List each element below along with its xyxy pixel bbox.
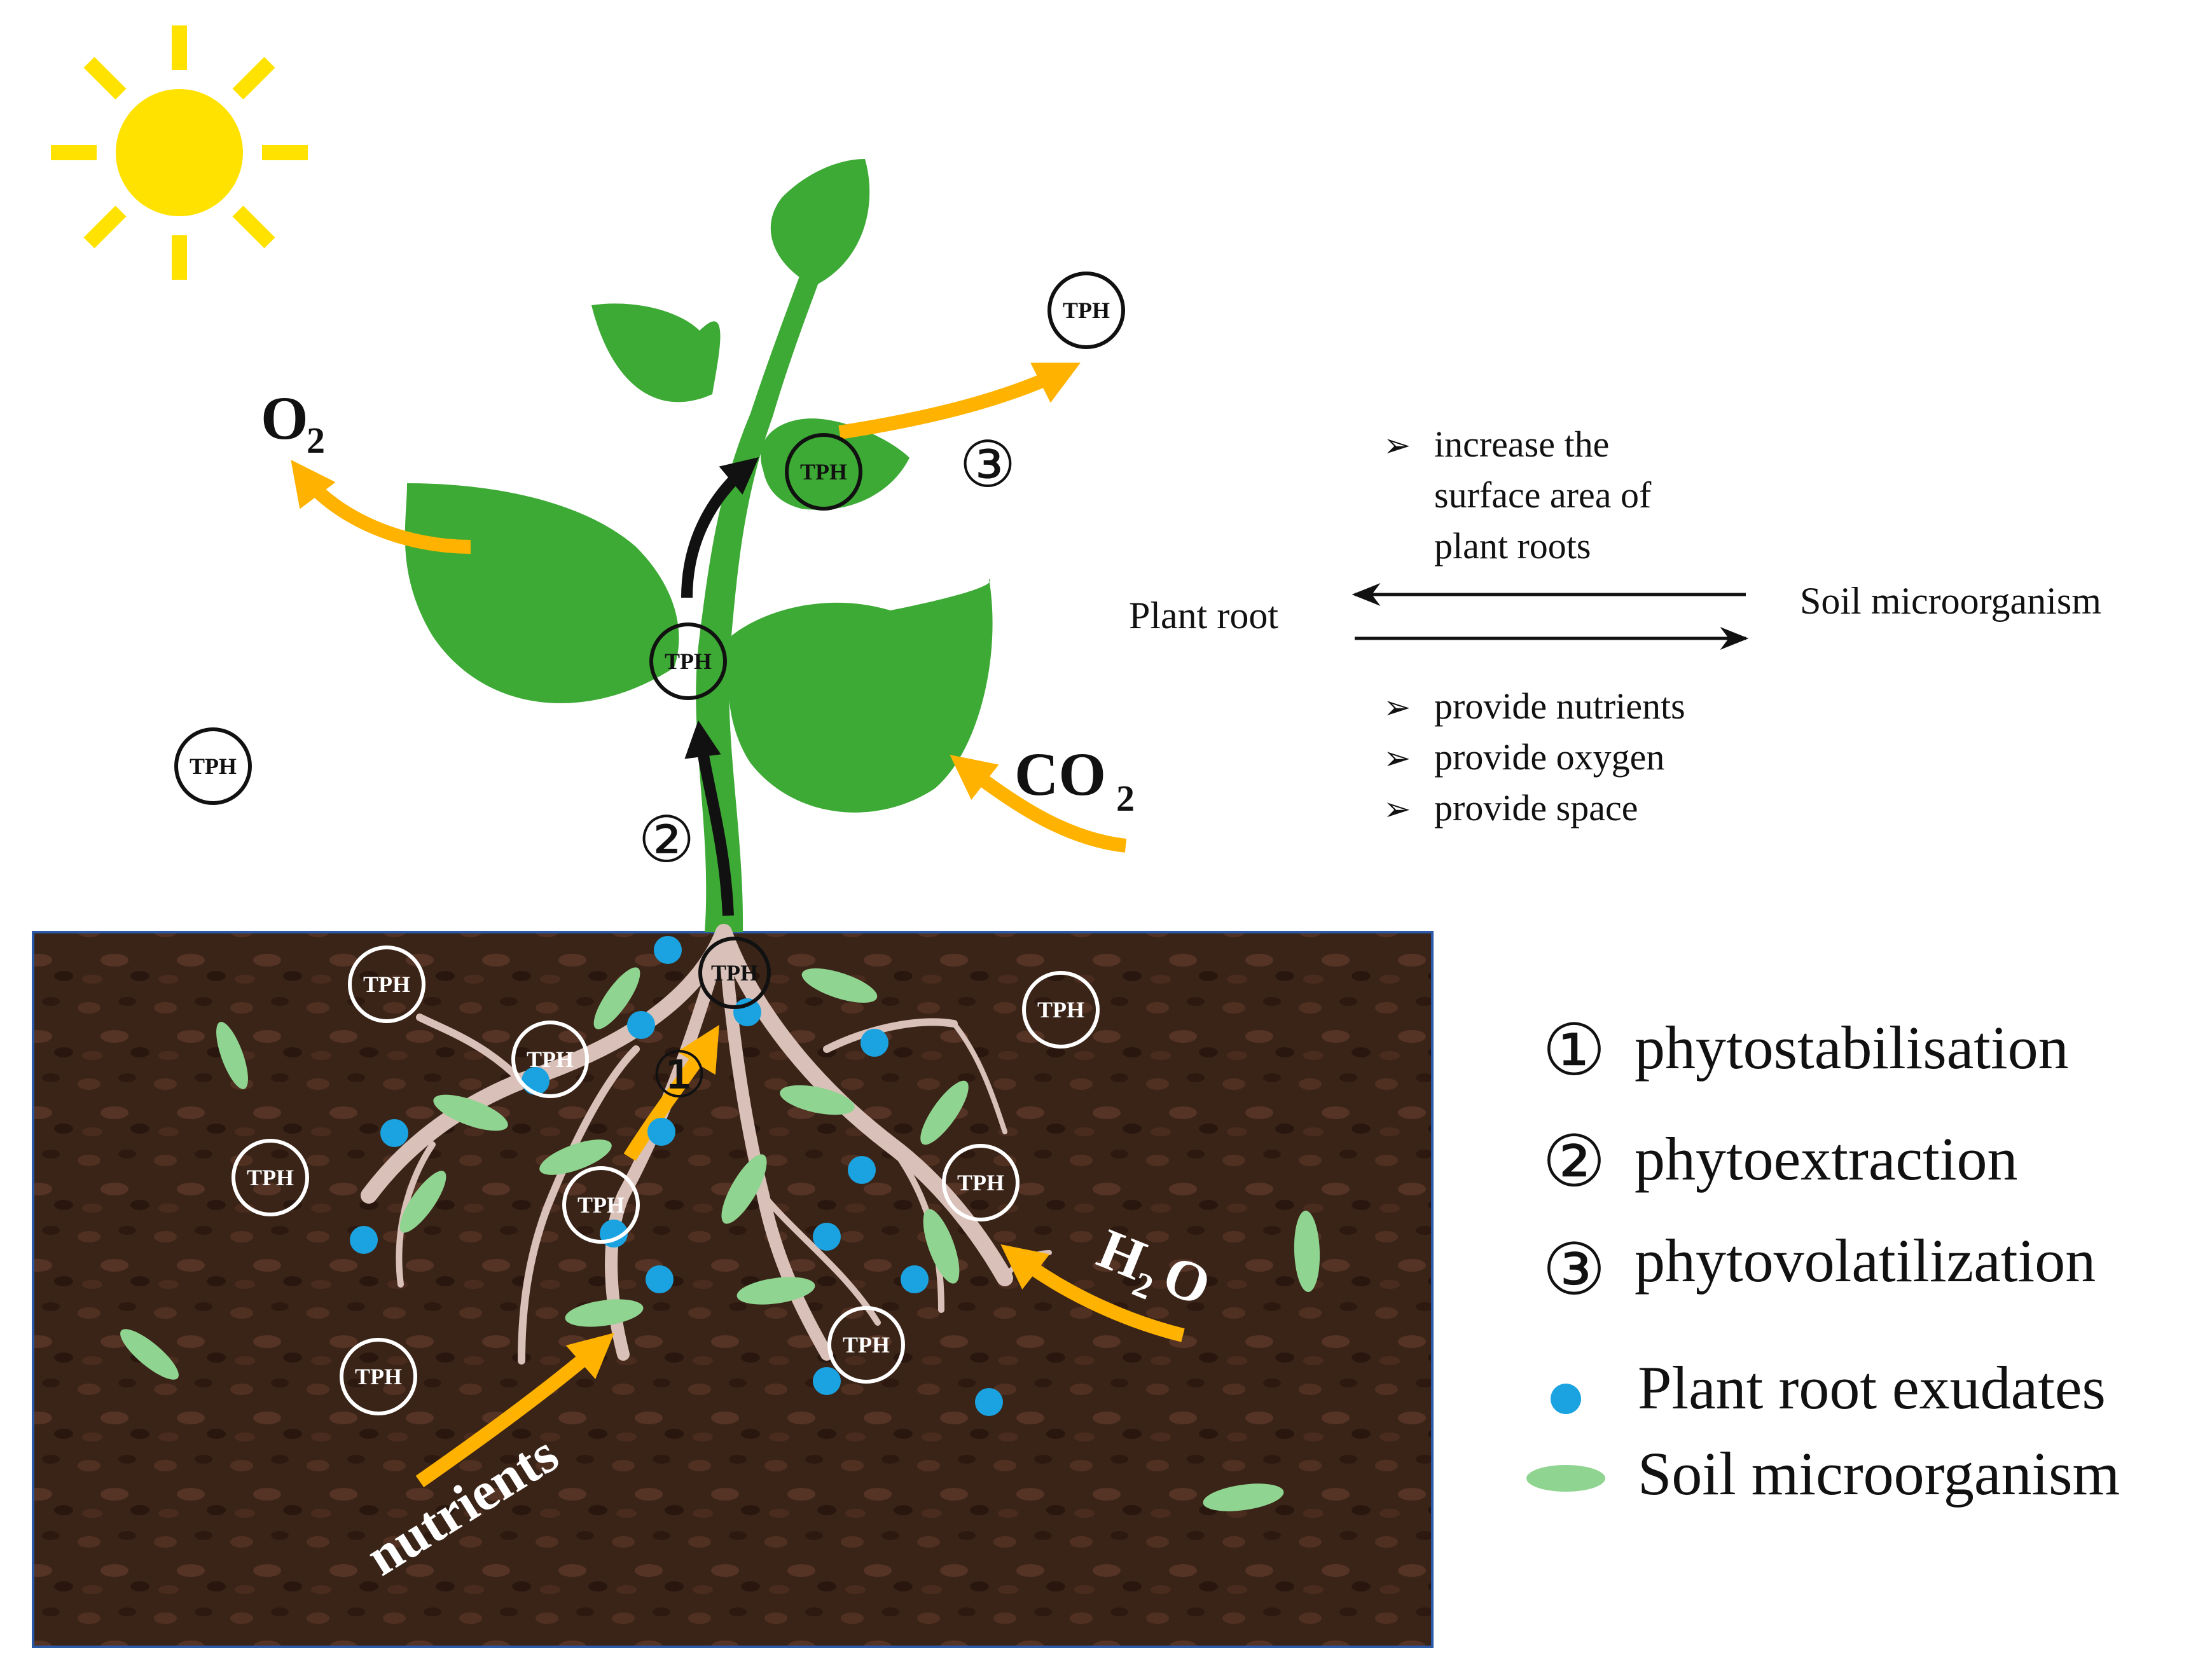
step-one-marker: ① (651, 1040, 708, 1111)
svg-text:TPH: TPH (1037, 997, 1084, 1022)
tph-molecule: TPH (1047, 272, 1125, 349)
bullet-icon: ➢ (1383, 741, 1411, 777)
tph-molecule: TPH (1022, 971, 1100, 1049)
soil-microorganisms (120, 967, 1320, 1511)
plant-leaf-small (761, 418, 909, 510)
plant-leaf-left (404, 483, 679, 703)
legend: ① phytostabilisation ② phytoextraction ③… (1526, 1012, 2120, 1508)
volatilization-arrow (838, 362, 1081, 439)
h2o-arrow (1000, 1244, 1185, 1342)
svg-text:TPH: TPH (665, 649, 712, 674)
orange-arrows (291, 362, 1185, 1488)
legend-label-phytostabilisation: phytostabilisation (1635, 1014, 2069, 1082)
svg-text:TPH: TPH (247, 1165, 294, 1190)
svg-text:CO: CO (1014, 740, 1106, 808)
provision-item: provide space (1434, 787, 1638, 829)
svg-text:TPH: TPH (843, 1332, 890, 1358)
svg-text:TPH: TPH (363, 972, 410, 997)
tph-molecule: TPH (698, 937, 771, 1009)
benefit-line: plant roots (1434, 525, 1591, 567)
svg-text:O: O (261, 384, 308, 452)
tph-molecule: TPH (348, 946, 425, 1023)
benefit-line: increase the (1434, 423, 1609, 465)
plant-leaf-top-right (770, 159, 870, 286)
plant-leaf-right (728, 579, 993, 813)
legend-label-root-exudates: Plant root exudates (1638, 1354, 2106, 1422)
plant-root-label: Plant root (1129, 595, 1278, 636)
benefit-line: surface area of (1434, 474, 1652, 516)
svg-text:TPH: TPH (1063, 298, 1110, 323)
root-exudates (350, 936, 1003, 1416)
transport-arrow (681, 457, 759, 598)
legend-symbol-one: ① (1542, 1012, 1606, 1090)
provision-item: provide oxygen (1434, 736, 1664, 778)
legend-symbol-three: ③ (1542, 1231, 1606, 1310)
sun-icon (51, 25, 308, 280)
co2-arrow (950, 755, 1127, 853)
o2-arrow (291, 460, 471, 554)
o2-label: O 2 (261, 384, 325, 461)
legend-label-soil-microorganism: Soil microorganism (1638, 1440, 2120, 1508)
bullet-icon: ➢ (1383, 792, 1411, 828)
legend-label-phytoextraction: phytoextraction (1635, 1125, 2017, 1193)
tph-molecule: TPH (511, 1021, 589, 1098)
svg-text:TPH: TPH (957, 1170, 1004, 1195)
tph-molecule: TPH (827, 1306, 905, 1384)
svg-text:2: 2 (307, 420, 325, 461)
step-two-marker: ② (638, 805, 695, 876)
stabilization-arrow (623, 1024, 719, 1161)
svg-text:TPH: TPH (190, 753, 237, 779)
extraction-arrow (684, 720, 734, 916)
tph-molecule: TPH (340, 1338, 417, 1415)
svg-text:TPH: TPH (527, 1047, 574, 1072)
svg-text:TPH: TPH (711, 960, 758, 986)
tph-molecule: TPH (942, 1144, 1020, 1221)
black-arrows (681, 457, 759, 916)
legend-symbol-two: ② (1542, 1123, 1606, 1202)
plant (404, 159, 993, 932)
interaction-panel: ➢ increase the surface area of plant roo… (1129, 423, 2101, 829)
tph-molecules-air: TPH TPH TPH TPH TPH (174, 272, 1125, 1009)
legend-microorganism-marker (1526, 1465, 1605, 1492)
tph-molecule: TPH (562, 1166, 640, 1244)
plant-stem (696, 254, 827, 932)
soil-microorganism-label: Soil microorganism (1800, 580, 2101, 622)
plant-leaf-top-left (591, 303, 721, 402)
step-three-marker: ③ (959, 430, 1016, 500)
nutrients-arrow (415, 1333, 614, 1488)
legend-label-phytovolatilization: phytovolatilization (1635, 1227, 2096, 1295)
tph-molecule: TPH (785, 433, 862, 511)
co2-label: CO 2 (1014, 740, 1135, 819)
bullet-icon: ➢ (1383, 690, 1411, 726)
provision-item: provide nutrients (1434, 685, 1685, 727)
svg-text:TPH: TPH (577, 1192, 625, 1218)
svg-text:TPH: TPH (355, 1364, 402, 1389)
bullet-icon: ➢ (1383, 428, 1411, 464)
tph-molecules-soil: TPH TPH TPH TPH TPH TPH TPH TPH (232, 946, 1100, 1415)
tph-molecule: TPH (649, 622, 727, 700)
svg-text:2: 2 (1116, 778, 1135, 819)
legend-exudate-marker (1551, 1384, 1581, 1414)
tph-molecule: TPH (174, 727, 252, 805)
svg-text:TPH: TPH (800, 459, 847, 485)
tph-molecule: TPH (232, 1139, 309, 1216)
